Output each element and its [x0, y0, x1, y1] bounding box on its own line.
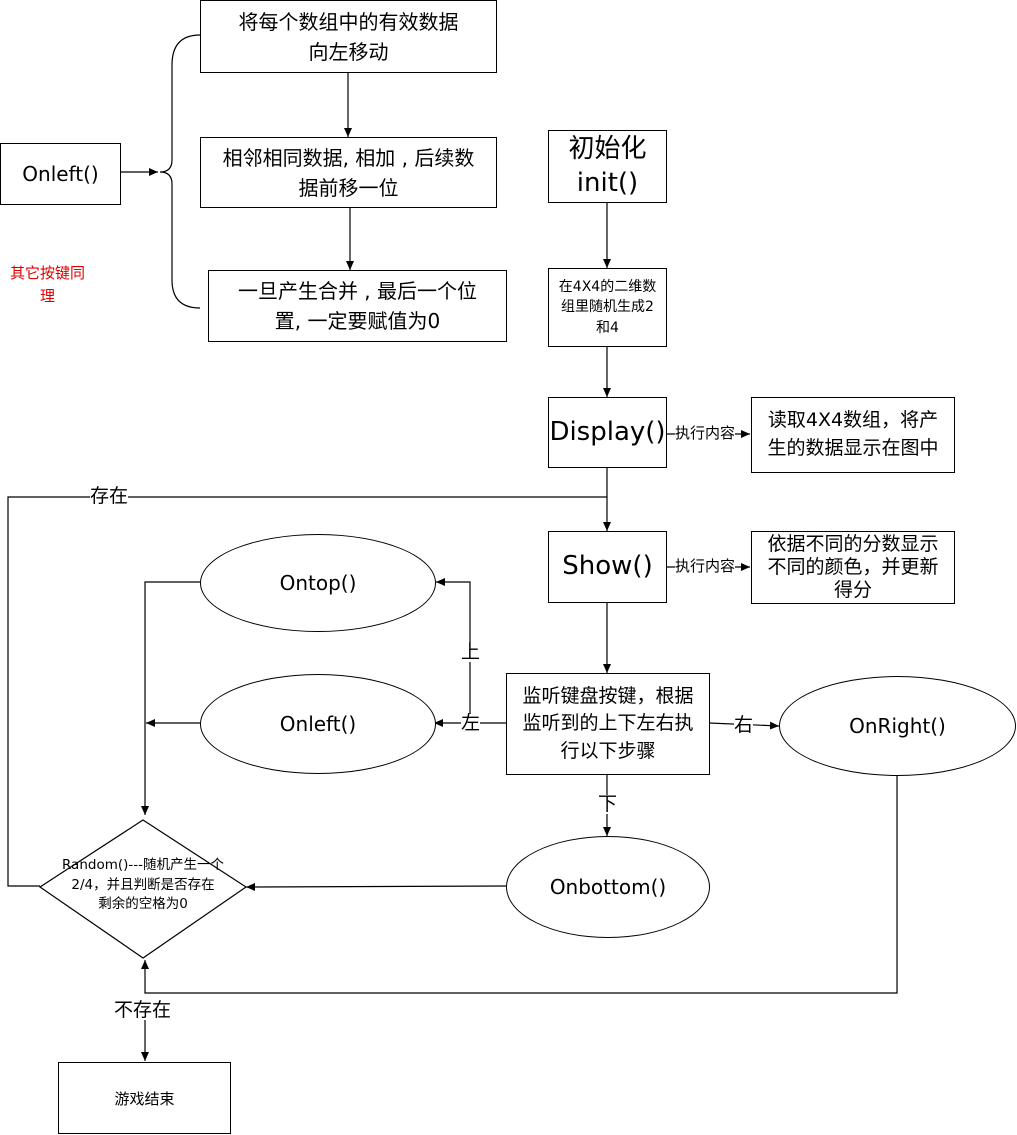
exists-label: 存在 — [90, 485, 129, 507]
show-desc-text: 依据不同的分数显示 不同的颜色，并更新 得分 — [767, 533, 939, 601]
show-box: Show() — [548, 531, 667, 603]
left-label: 左 — [461, 712, 481, 734]
line-exists-loop — [7, 496, 607, 887]
init-box: 初始化 init() — [548, 130, 667, 203]
brace — [159, 34, 201, 309]
onright-ellipse: OnRight() — [779, 676, 1016, 776]
merge-text: 相邻相同数据, 相加 , 后续数 据前移一位 — [222, 145, 475, 200]
listen-box: 监听键盘按键，根据 监听到的上下左右执 行以下步骤 — [506, 673, 710, 775]
game-over-box: 游戏结束 — [58, 1062, 231, 1134]
display-box: Display() — [548, 397, 667, 468]
onbottom-text: Onbottom() — [549, 875, 667, 899]
gen-random-text: 在4X4的二维数 组里随机生成2 和4 — [558, 279, 657, 336]
onleft-text: Onleft() — [279, 712, 357, 736]
display-text: Display() — [549, 416, 666, 447]
assign-zero-text: 一旦产生合并 , 最后一个位 置, 一定要赋值为0 — [237, 279, 478, 333]
gen-random-box: 在4X4的二维数 组里随机生成2 和4 — [548, 268, 667, 347]
down-label: 下 — [598, 793, 618, 815]
exec-label-1: 执行内容 — [675, 424, 736, 442]
decision-text: Random()---随机产生一个 2/4，并且判断是否存在 剩余的空格为0 — [61, 857, 225, 913]
arrow-listen-up — [436, 578, 471, 723]
display-desc-box: 读取4X4数组，将产 生的数据显示在图中 — [751, 397, 955, 473]
up-label: 上 — [461, 641, 481, 663]
decision-text-wrap: Random()---随机产生一个 2/4，并且判断是否存在 剩余的空格为0 — [40, 856, 246, 915]
onbottom-ellipse: Onbottom() — [506, 836, 710, 938]
listen-text: 监听键盘按键，根据 监听到的上下左右执 行以下步骤 — [522, 684, 694, 762]
show-desc-box: 依据不同的分数显示 不同的颜色，并更新 得分 — [751, 531, 955, 604]
init-text: 初始化 init() — [568, 133, 647, 198]
onleft-func-box: Onleft() — [0, 143, 121, 205]
exec-label-2: 执行内容 — [675, 557, 736, 575]
arrow-onbottom-to-decision — [245, 882, 507, 891]
decision-diamond — [38, 819, 248, 959]
ontop-text: Ontop() — [279, 571, 357, 595]
display-desc-text: 读取4X4数组，将产 生的数据显示在图中 — [767, 409, 939, 459]
game-over-text: 游戏结束 — [114, 1089, 175, 1108]
move-left-text: 将每个数组中的有效数据 向左移动 — [238, 9, 459, 64]
show-text: Show() — [562, 551, 653, 582]
right-label: 右 — [734, 714, 754, 736]
onright-text: OnRight() — [849, 714, 946, 738]
line-onright-to-decision — [141, 775, 898, 994]
move-left-box: 将每个数组中的有效数据 向左移动 — [200, 0, 497, 73]
assign-zero-box: 一旦产生合并 , 最后一个位 置, 一定要赋值为0 — [208, 270, 507, 342]
onleft-ellipse: Onleft() — [200, 674, 436, 774]
onleft-func-text: Onleft() — [22, 162, 99, 186]
other-keys-note: 其它按键同 理 — [10, 262, 86, 307]
not-exists-label: 不存在 — [114, 999, 172, 1021]
other-keys-text: 其它按键同 理 — [10, 264, 86, 305]
ontop-ellipse: Ontop() — [200, 534, 436, 632]
merge-box: 相邻相同数据, 相加 , 后续数 据前移一位 — [200, 137, 497, 208]
line-ontop-down — [141, 581, 200, 815]
